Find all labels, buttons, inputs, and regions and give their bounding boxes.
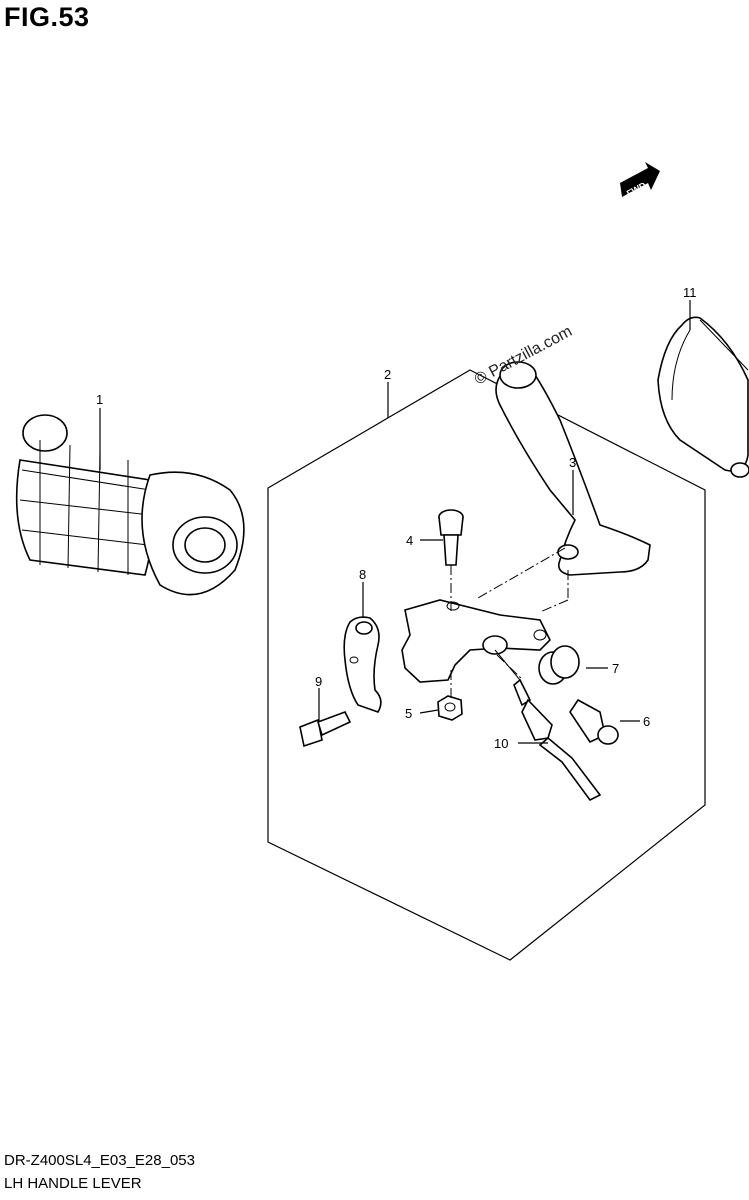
callout-4: 4 [406,533,413,548]
clamp-bolt-part [299,711,352,748]
callout-6: 6 [643,714,650,729]
nut-part [437,695,463,721]
callout-11: 11 [683,285,697,300]
figure-name: LH HANDLE LEVER [4,1175,142,1192]
clamp-part [343,616,382,713]
lever-cover-part [657,316,749,478]
assembly-outline [267,369,706,961]
callout-2: 2 [384,367,391,382]
model-code: DR-Z400SL4_E03_E28_053 [4,1152,195,1169]
lever-bracket-part [401,599,551,683]
adjuster-bolt-part [569,698,619,745]
callout-3: 3 [569,455,576,470]
callout-5: 5 [405,706,412,721]
callout-7: 7 [612,661,619,676]
clutch-cable-part [494,649,602,802]
figure-title: FIG.53 [4,2,90,32]
fwd-arrow-icon: FWD [620,162,660,199]
callout-labels: 1 2 3 4 5 6 7 8 9 10 11 [96,285,697,751]
callout-leaders [99,300,691,744]
adjuster-nut-part [538,645,580,685]
callout-10: 10 [494,736,508,751]
callout-9: 9 [315,674,322,689]
pivot-bolt-part [438,509,464,566]
grip-part [15,414,245,596]
callout-8: 8 [359,567,366,582]
callout-1: 1 [96,392,103,407]
assembly-guide-lines [450,547,569,700]
